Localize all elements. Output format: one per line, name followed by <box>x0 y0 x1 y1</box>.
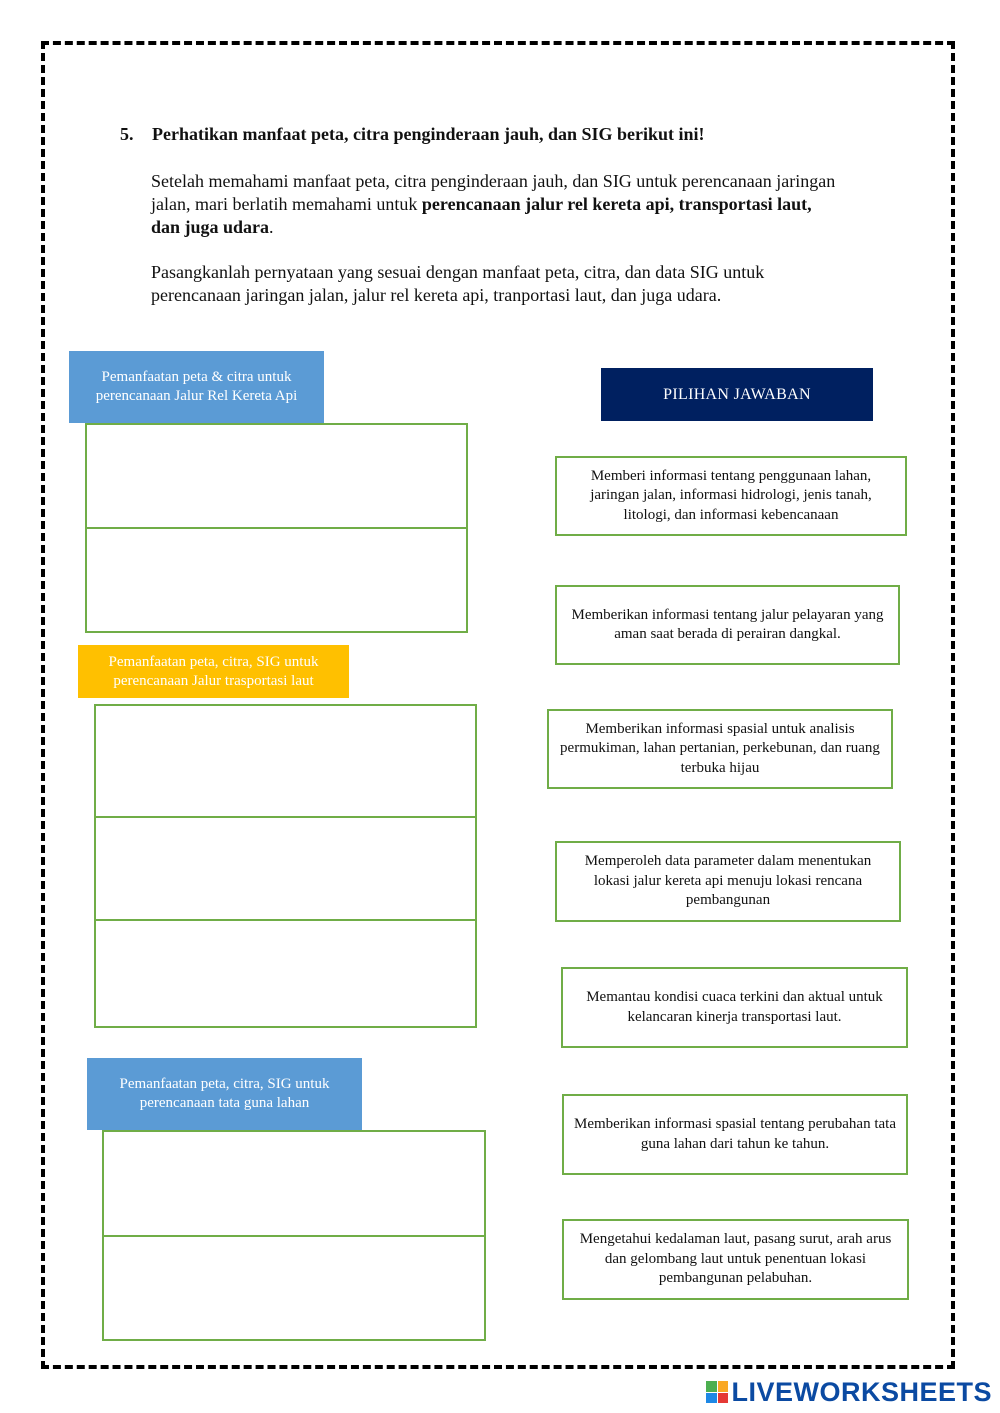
drop-slot-sea-2[interactable] <box>94 816 477 921</box>
drop-slot-rail-2[interactable] <box>85 527 468 633</box>
category-header-rail: Pemanfaatan peta & citra untuk perencana… <box>69 351 324 423</box>
instruction-paragraph-2: Pasangkanlah pernyataan yang sesuai deng… <box>151 262 765 305</box>
question-title: 5. Perhatikan manfaat peta, citra pengind… <box>120 122 880 146</box>
options-header: PILIHAN JAWABAN <box>601 368 873 421</box>
worksheet-border <box>41 41 955 1369</box>
instruction-end: . <box>269 217 274 237</box>
answer-option[interactable]: Mengetahui kedalaman laut, pasang surut,… <box>562 1219 909 1300</box>
question-number: 5. <box>120 124 134 144</box>
drop-slot-sea-1[interactable] <box>94 704 477 818</box>
answer-option[interactable]: Memberikan informasi spasial untuk anali… <box>547 709 893 789</box>
category-header-landuse: Pemanfaatan peta, citra, SIG untuk peren… <box>87 1058 362 1130</box>
instruction-text: Setelah memahami manfaat peta, citra pen… <box>151 171 836 214</box>
answer-option[interactable]: Memantau kondisi cuaca terkini dan aktua… <box>561 967 908 1048</box>
drop-slot-sea-3[interactable] <box>94 919 477 1028</box>
instruction-paragraph-1: Setelah memahami manfaat peta, citra pen… <box>151 170 841 239</box>
drop-slot-rail-1[interactable] <box>85 423 468 529</box>
answer-option[interactable]: Memberikan informasi spasial tentang per… <box>562 1094 908 1175</box>
answer-option[interactable]: Memberikan informasi tentang jalur pelay… <box>555 585 900 665</box>
logo-grid-icon <box>706 1381 729 1403</box>
drop-slot-landuse-2[interactable] <box>102 1235 486 1341</box>
drop-slot-landuse-1[interactable] <box>102 1130 486 1237</box>
question-title-text: Perhatikan manfaat peta, citra penginder… <box>152 124 705 144</box>
answer-option[interactable]: Memberi informasi tentang penggunaan lah… <box>555 456 907 536</box>
answer-option[interactable]: Memperoleh data parameter dalam menentuk… <box>555 841 901 922</box>
instruction-bold-text: perencanaan jalur rel kereta api, transp… <box>151 194 812 237</box>
liveworksheets-logo[interactable]: LIVEWORKSHEETS <box>706 1377 992 1407</box>
brand-name: LIVEWORKSHEETS <box>731 1376 992 1407</box>
category-header-sea: Pemanfaatan peta, citra, SIG untuk peren… <box>78 645 349 698</box>
